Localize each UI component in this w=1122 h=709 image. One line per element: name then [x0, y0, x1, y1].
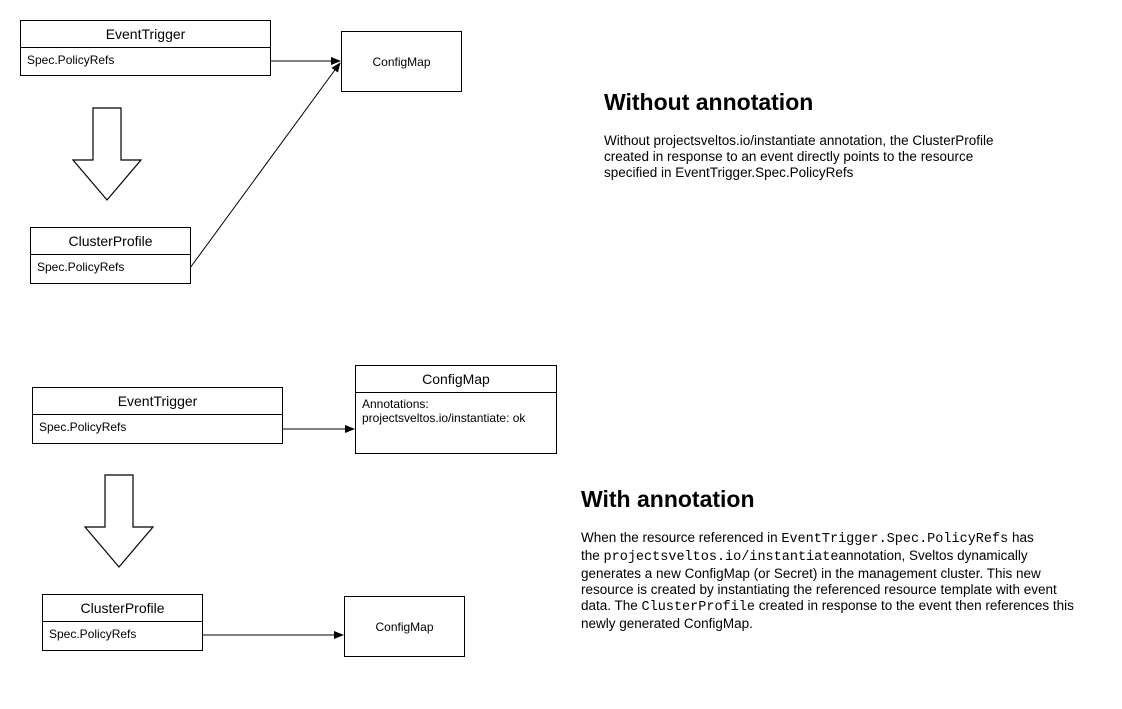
with-annotation-description: When the resource referenced in EventTri… — [581, 530, 1111, 632]
with-line-2: the projectsveltos.io/instantiateannotat… — [581, 548, 1111, 566]
without-line-1: Without projectsveltos.io/instantiate an… — [604, 133, 994, 148]
with-line-5-pre: data. The — [581, 598, 642, 613]
bottom-configmap-template-title: ConfigMap — [356, 366, 556, 393]
instantiate-code: projectsveltos.io/instantiate — [603, 550, 839, 565]
arrow-clusterprofile-to-configmap — [189, 62, 341, 269]
with-line-1: When the resource referenced in EventTri… — [581, 530, 1111, 548]
bottom-eventtrigger-field: Spec.PolicyRefs — [39, 420, 127, 434]
with-line-6: newly generated ConfigMap. — [581, 616, 753, 631]
with-annotation-heading: With annotation — [581, 486, 755, 512]
top-configmap-box: ConfigMap — [341, 31, 462, 92]
without-line-2: created in response to an event directly… — [604, 149, 974, 164]
bottom-clusterprofile-field: Spec.PolicyRefs — [49, 627, 137, 641]
top-clusterprofile-field: Spec.PolicyRefs — [37, 260, 125, 274]
top-eventtrigger-field: Spec.PolicyRefs — [27, 53, 115, 67]
top-eventtrigger-title: EventTrigger — [21, 21, 270, 48]
bottom-eventtrigger-box: EventTrigger Spec.PolicyRefs — [32, 387, 283, 444]
bottom-eventtrigger-title: EventTrigger — [33, 388, 282, 415]
big-down-arrow-bottom — [83, 474, 155, 568]
with-line-1-post: has — [1008, 530, 1034, 545]
top-configmap-label: ConfigMap — [372, 54, 431, 69]
bottom-configmap-template-box: ConfigMap Annotations: projectsveltos.io… — [355, 365, 557, 454]
without-annotation-heading: Without annotation — [604, 89, 814, 115]
bottom-clusterprofile-title: ClusterProfile — [43, 595, 202, 622]
with-line-3: generates a new ConfigMap (or Secret) in… — [581, 566, 1041, 581]
with-line-1-pre: When the resource referenced in — [581, 530, 782, 545]
top-clusterprofile-box: ClusterProfile Spec.PolicyRefs — [30, 227, 191, 284]
with-line-5-post: created in response to the event then re… — [754, 598, 1074, 613]
with-line-5: data. The ClusterProfile created in resp… — [581, 598, 1111, 616]
bottom-clusterprofile-box: ClusterProfile Spec.PolicyRefs — [42, 594, 203, 651]
with-line-2-post: annotation, Sveltos dynamically — [838, 548, 1028, 563]
top-eventtrigger-box: EventTrigger Spec.PolicyRefs — [20, 20, 271, 76]
annotations-label: Annotations: — [362, 397, 429, 411]
big-down-arrow-top — [71, 107, 143, 201]
instantiate-annotation: projectsveltos.io/instantiate: ok — [362, 411, 526, 425]
with-line-4: resource is created by instantiating the… — [581, 582, 1057, 597]
with-line-2-pre: the — [581, 548, 604, 563]
clusterprofile-code: ClusterProfile — [641, 600, 755, 615]
bottom-generated-configmap-box: ConfigMap — [344, 596, 465, 657]
bottom-generated-configmap-label: ConfigMap — [375, 619, 434, 634]
policyrefs-code: EventTrigger.Spec.PolicyRefs — [781, 532, 1009, 547]
without-annotation-description: Without projectsveltos.io/instantiate an… — [604, 133, 1084, 181]
top-clusterprofile-title: ClusterProfile — [31, 228, 190, 255]
without-line-3: specified in EventTrigger.Spec.PolicyRef… — [604, 165, 854, 180]
